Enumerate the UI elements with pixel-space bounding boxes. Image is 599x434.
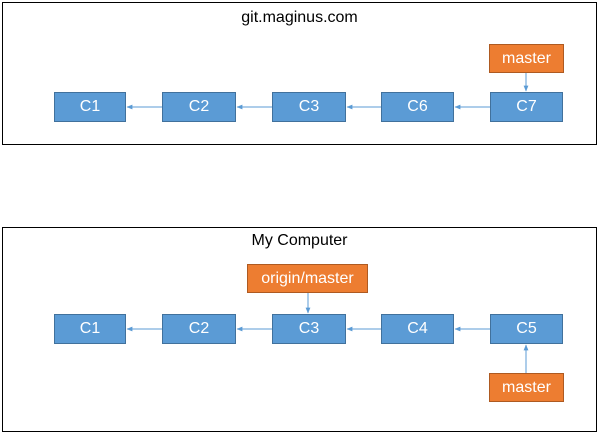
remote-master-ref: master [489,44,564,73]
local-commit-c4: C4 [381,314,454,344]
local-commit-c5: C5 [490,314,563,344]
local-repo-title: My Computer [251,232,348,249]
local-master-ref: master [489,373,564,402]
remote-commit-c1: C1 [54,92,126,122]
remote-commit-c7: C7 [490,92,563,122]
remote-commit-c3: C3 [272,92,346,122]
local-commit-c2: C2 [162,314,236,344]
remote-repo-title: git.maginus.com [241,9,358,26]
local-commit-c3: C3 [272,314,346,344]
local-commit-c1: C1 [54,314,126,344]
remote-commit-c2: C2 [162,92,236,122]
remote-commit-c6: C6 [381,92,454,122]
local-origin-master-ref: origin/master [247,264,368,293]
